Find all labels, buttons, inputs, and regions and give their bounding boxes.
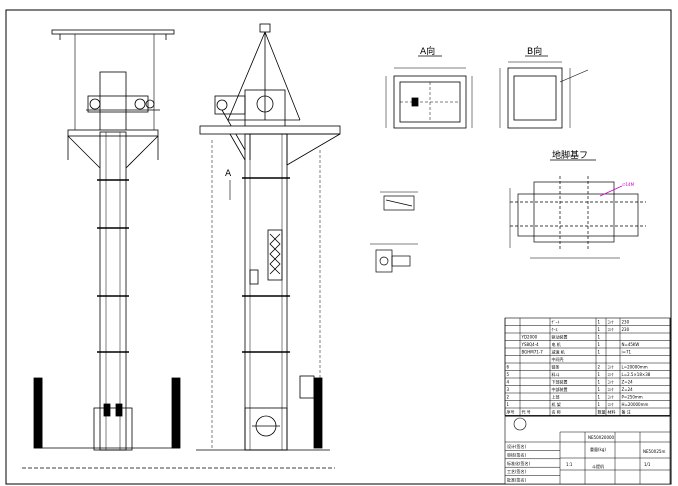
table-cell: 1	[598, 350, 601, 355]
table-cell: Z=24	[622, 380, 634, 385]
foundation-callout: ∅14M	[622, 182, 635, 187]
table-cell: 料斗	[552, 371, 560, 377]
table-cell: ｺﾝｸ	[608, 371, 614, 377]
left-elevator-view	[51, 29, 175, 451]
table-cell: YD2000	[521, 335, 538, 340]
detail-view-2	[370, 243, 418, 273]
table-cell: ｺﾝｸ	[608, 319, 614, 325]
table-cell: 2	[507, 395, 510, 400]
table-header-cell: 备 注	[622, 409, 631, 415]
sheet-border	[5, 9, 672, 485]
table-cell: ｺﾝｸ	[608, 364, 614, 370]
table-cell: ｺﾝｸ	[608, 379, 614, 385]
table-cell: P=250mm	[622, 395, 643, 400]
table-cell: ｺﾝｸ	[608, 386, 614, 392]
table-cell: 1	[598, 380, 601, 385]
table-cell: 1	[598, 335, 601, 340]
table-cell: 1	[598, 372, 601, 377]
table-header-cell: 名 称	[552, 409, 561, 415]
view-a-title: A向	[420, 45, 435, 57]
foundation-plan	[509, 159, 646, 259]
table-cell: 1	[598, 320, 601, 325]
table-cell: 1	[598, 342, 601, 347]
table-cell: 1	[598, 395, 601, 400]
table-cell: 下部装置	[552, 379, 568, 385]
table-cell: i=71	[622, 350, 632, 355]
table-cell: 3	[507, 387, 510, 392]
title-block-role: 设计(签名)	[507, 443, 527, 449]
table-cell: 减速 机	[552, 349, 565, 355]
table-header-cell: 序号	[507, 409, 515, 415]
table-header-cell: 材料	[608, 409, 616, 415]
foundation-title: 地脚基フ	[552, 149, 588, 161]
table-cell: ｹｰｽ	[552, 327, 558, 332]
table-cell: N=45KW	[622, 342, 640, 347]
table-cell: 1	[598, 387, 601, 392]
parts-table	[504, 317, 671, 485]
table-cell: H=20000mm	[622, 402, 649, 407]
table-cell: ｺﾝｸ	[608, 394, 614, 400]
table-cell: YS8Q4-4	[521, 342, 540, 347]
company-logo	[513, 417, 527, 431]
title-block-drawing-no: NE50X20000	[588, 435, 615, 440]
table-cell: Z=24	[622, 387, 634, 392]
title-block-role: 审核(签名)	[507, 451, 527, 457]
view-b-drawing	[499, 55, 589, 129]
table-cell: 上部	[552, 394, 560, 400]
table-cell: L=20000mm	[622, 365, 648, 370]
table-cell: 230	[622, 327, 630, 332]
table-cell: L=2.5×18×38	[622, 372, 651, 377]
middle-elevator-view	[199, 23, 341, 451]
table-cell: ｹﾞｰﾄ	[552, 320, 560, 325]
table-cell: ｺﾝｸ	[608, 326, 614, 332]
table-cell: 驱动装置	[552, 334, 568, 340]
table-cell: 6	[507, 365, 510, 370]
table-header-cell: 数量	[598, 409, 606, 415]
title-block-part-name: 斗提机	[592, 463, 604, 469]
table-cell: 1	[507, 402, 510, 407]
table-cell: 2	[598, 365, 601, 370]
title-block-model: NE50X25m	[643, 449, 665, 454]
table-cell: 机 架	[552, 401, 561, 407]
table-header-cell: 代 号	[522, 409, 531, 415]
title-block: 设计(签名) 审核(签名) 标准化(签名) 工艺(签名) 批准(签名) NE50X2000…	[505, 417, 670, 484]
table-cell: 中间壳	[552, 356, 564, 362]
table-cell: 1	[598, 402, 601, 407]
table-cell: 5	[507, 372, 510, 377]
title-block-role: 批准(签名)	[507, 477, 527, 483]
table-cell: 230	[622, 320, 630, 325]
view-b-title: B向	[527, 45, 542, 57]
middle-foundation	[196, 377, 335, 469]
table-cell: 链条	[552, 364, 560, 370]
table-cell: BGHM71-7	[522, 350, 544, 355]
left-foundation-pit	[22, 377, 195, 469]
callout-a-label: A	[225, 169, 232, 179]
title-block-weight-label: 重量(kg)	[590, 446, 606, 452]
title-block-sheet: 1/1	[644, 462, 651, 467]
title-block-role: 标准化(签名)	[507, 460, 531, 466]
table-cell: 中部装置	[552, 386, 568, 392]
table-cell: 电 机	[552, 341, 561, 347]
view-a-drawing	[385, 55, 473, 129]
table-cell: ｺﾝｸ	[608, 401, 614, 407]
title-block-role: 工艺(签名)	[507, 468, 527, 474]
title-block-scale: 1:1	[566, 462, 573, 467]
table-cell: 4	[507, 380, 510, 385]
detail-view-1	[380, 191, 418, 211]
table-cell: 1	[598, 327, 601, 332]
